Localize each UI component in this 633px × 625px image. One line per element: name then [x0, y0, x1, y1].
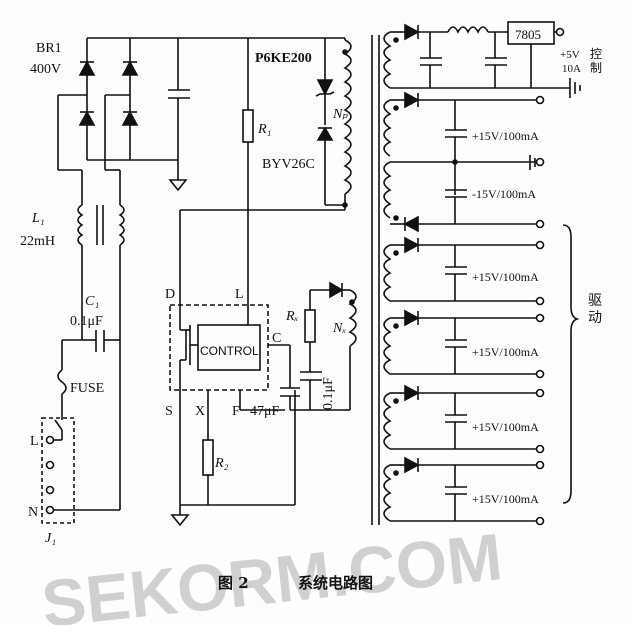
- resistor-r1: [242, 38, 254, 310]
- label-pin-c: C: [272, 331, 281, 346]
- winding-dot: [393, 398, 399, 404]
- winding-dots: [342, 37, 458, 305]
- output-terminal: [535, 296, 545, 306]
- label-l-line: L: [30, 434, 39, 449]
- output-channel: [383, 309, 540, 375]
- label-c1: C₁: [85, 294, 99, 309]
- label-out5: +15V/100mA: [472, 420, 539, 434]
- caption-title: 系统电路图: [298, 574, 373, 592]
- label-out1: +15V/100mA: [472, 129, 539, 143]
- label-5v: +5V: [560, 49, 580, 61]
- connector-j1: [41, 417, 75, 524]
- label-pin-x: X: [195, 404, 205, 419]
- label-np: Nₚ: [332, 107, 348, 122]
- label-7805: 7805: [515, 27, 541, 42]
- label-byv26c: BYV26C: [262, 157, 315, 172]
- label-pin-s: S: [165, 404, 173, 419]
- label-p6ke200: P6KE200: [255, 51, 312, 66]
- label-l1: L₁: [31, 211, 45, 226]
- label-pin-d: D: [165, 287, 175, 302]
- label-l1-v: 22mH: [20, 234, 55, 249]
- output-terminal: [535, 240, 545, 250]
- label-5v-sub: 10A: [562, 63, 581, 75]
- watermark: SEKORM.COM: [38, 519, 505, 625]
- topswitch-module: [169, 304, 269, 391]
- label-br1-v: 400V: [30, 62, 61, 77]
- output-terminal: [535, 313, 545, 323]
- winding-dot: [393, 470, 399, 476]
- label-r1: R₁: [257, 122, 271, 137]
- output-terminal: [535, 460, 545, 470]
- label-c47: 47μF: [250, 404, 280, 419]
- label-r2: R₂: [214, 456, 229, 471]
- output-channels: [383, 236, 540, 522]
- label-out4: +15V/100mA: [472, 345, 539, 359]
- label-control-cn: 控制: [590, 47, 602, 75]
- clamp-network: [315, 38, 345, 206]
- label-out3: +15V/100mA: [472, 270, 539, 284]
- label-nf: Nₓ: [332, 321, 346, 336]
- label-c01: 0.1μF: [321, 377, 336, 410]
- label-c1-v: 0.1μF: [70, 314, 103, 329]
- label-out2: -15V/100mA: [472, 187, 536, 201]
- bulk-capacitor: [168, 38, 190, 192]
- output-terminal: [535, 444, 545, 454]
- output-terminal: [535, 369, 545, 379]
- label-out6: +15V/100mA: [472, 492, 539, 506]
- fuse: [54, 369, 67, 440]
- label-n-line: N: [28, 505, 38, 520]
- winding-dot: [393, 323, 399, 329]
- label-pin-l: L: [235, 287, 244, 302]
- label-pin-f: F: [232, 404, 240, 419]
- output-terminal: [535, 95, 545, 105]
- label-drive-cn: 驱动: [588, 293, 602, 326]
- choke-l1: [77, 170, 125, 340]
- output-channel: [383, 384, 540, 450]
- output-terminal: [535, 157, 545, 167]
- feedback-network: [268, 281, 357, 411]
- output-channel: [383, 236, 540, 302]
- output-terminal: [535, 219, 545, 229]
- output-terminal: [535, 388, 545, 398]
- capacitor-c1: [61, 330, 121, 510]
- label-br1: BR1: [36, 41, 62, 56]
- output-terminal: [555, 27, 565, 37]
- caption-figure-number: 图 2: [218, 574, 249, 592]
- output-terminal: [535, 516, 545, 526]
- output-channel: [383, 456, 540, 522]
- secondary-windings: [383, 91, 540, 233]
- winding-dot: [393, 250, 399, 256]
- label-rf: Rₓ: [285, 309, 299, 324]
- output-5v: [383, 21, 581, 98]
- label-control: CONTROL: [200, 344, 259, 358]
- bridge-rectifier: [57, 37, 178, 171]
- label-fuse: FUSE: [70, 381, 104, 396]
- label-j1: J₁: [45, 531, 56, 546]
